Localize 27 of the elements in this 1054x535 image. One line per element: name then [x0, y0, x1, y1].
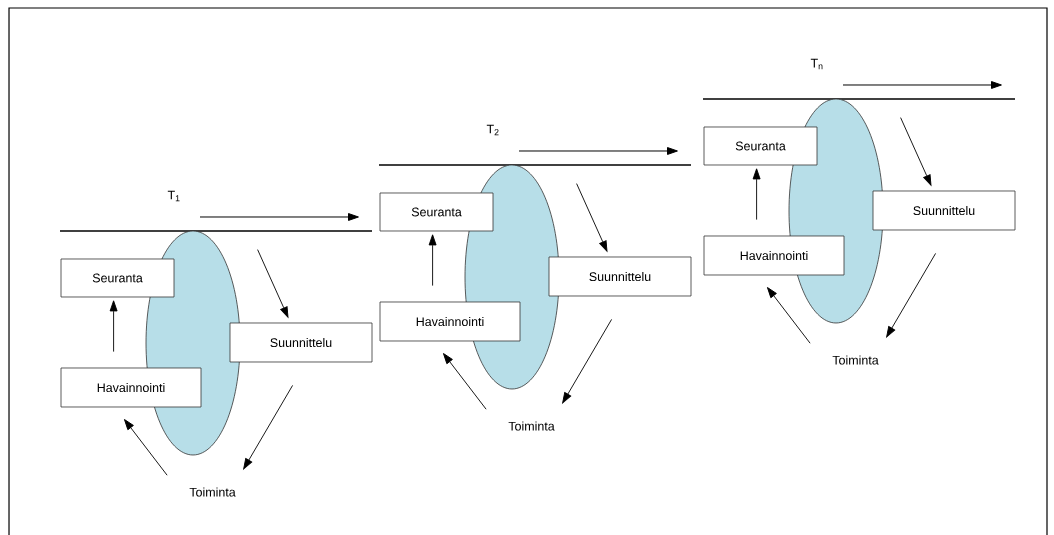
arrow: [767, 287, 811, 344]
text-box: Havainnointi: [60, 367, 202, 408]
arrow: [886, 252, 937, 338]
arrow: [443, 353, 487, 410]
text-label: Toiminta: [508, 421, 555, 431]
text-box: Seuranta: [703, 126, 818, 166]
arrow: [428, 234, 437, 287]
arrow: [752, 168, 761, 221]
text-label: Toiminta: [189, 487, 236, 497]
time-label: T$_{n}$: [810, 58, 823, 70]
time-label: T$_{1}$: [167, 190, 180, 202]
arrow: [900, 117, 932, 186]
text-box: Havainnointi: [703, 235, 845, 276]
text-box: Seuranta: [60, 258, 175, 298]
arrow: [124, 419, 168, 476]
text-box: Havainnointi: [379, 301, 521, 342]
text-box: Suunnittelu: [548, 256, 692, 297]
arrow: [562, 318, 613, 404]
text-box: Suunnittelu: [229, 322, 373, 363]
time-label: T$_{2}$: [486, 124, 499, 136]
arrow: [257, 249, 289, 318]
text-box: Suunnittelu: [872, 190, 1016, 231]
text-box: Seuranta: [379, 192, 494, 232]
text-label: Toiminta: [832, 355, 879, 365]
arrow: [109, 300, 118, 353]
arrow: [576, 183, 608, 252]
arrow: [243, 384, 294, 470]
